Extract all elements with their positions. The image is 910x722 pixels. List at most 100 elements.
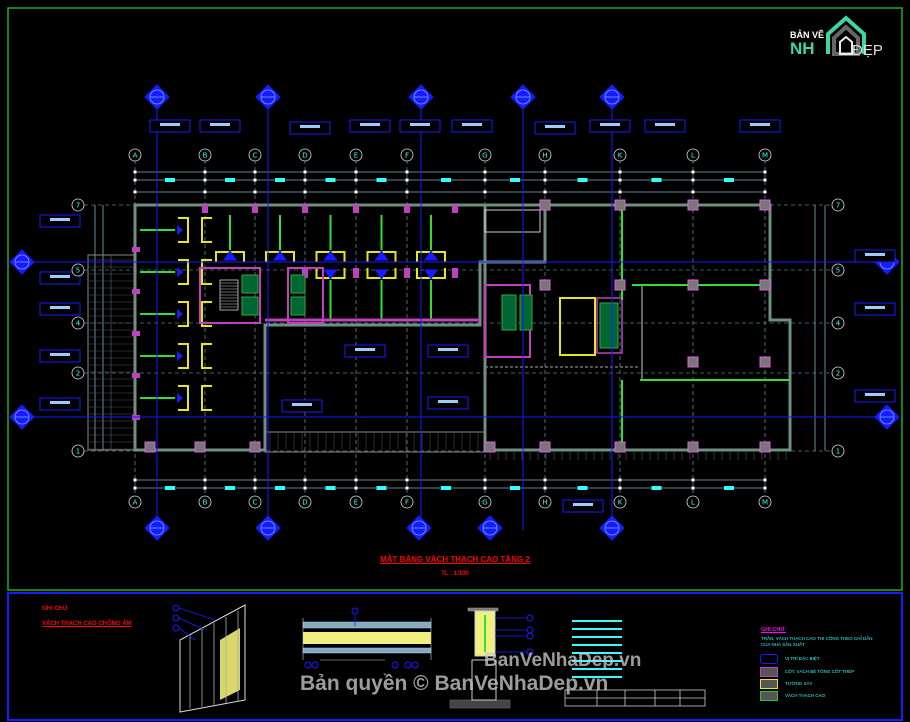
room-tag-text <box>865 306 885 309</box>
column-axis-bottom-circle <box>198 495 212 509</box>
row-axis-right-circle <box>831 366 845 380</box>
dimension-label <box>225 486 235 490</box>
callout-bubble <box>172 604 180 612</box>
elevator <box>501 294 517 331</box>
column <box>132 289 140 294</box>
callout-leader <box>178 607 216 621</box>
column <box>614 199 626 211</box>
column <box>144 441 156 453</box>
stair-core <box>199 267 261 324</box>
balcony-strip <box>264 431 486 453</box>
room-tag-text <box>50 401 70 404</box>
column-axis-bottom: M <box>762 499 768 507</box>
logo-text-3: ĐẸP <box>852 42 883 59</box>
column-axis-top: L <box>691 152 695 160</box>
column <box>194 441 206 453</box>
insulation <box>220 628 240 700</box>
callout-bubble <box>391 661 399 669</box>
dimension-tick <box>691 170 695 174</box>
dimension-tick <box>203 486 207 490</box>
dimension-tick <box>133 478 137 482</box>
dimension-tick <box>763 478 767 482</box>
section-marker-icon <box>408 84 434 110</box>
dimension-tick <box>691 486 695 490</box>
column-axis-top-circle <box>128 148 142 162</box>
detail-heading: GHI CHÚ <box>42 606 68 612</box>
column-axis-bottom-circle <box>758 495 772 509</box>
wc-wall <box>201 301 212 327</box>
column <box>353 205 359 213</box>
masonry-room <box>559 297 596 356</box>
detail-panel-frame <box>7 592 903 721</box>
callout-bubble <box>404 661 412 669</box>
dimension-tick <box>405 170 409 174</box>
board-top <box>302 621 432 629</box>
dimension-tick <box>253 170 257 174</box>
dimension-label <box>510 178 520 182</box>
toilet-icon <box>273 250 287 261</box>
dimension-tick <box>203 190 207 194</box>
dimension-label <box>325 178 336 182</box>
legend-label-gypsum: VÁCH THẠCH CAO <box>785 693 826 698</box>
dimension-tick <box>483 478 487 482</box>
column-axis-top-circle <box>349 148 363 162</box>
column-axis-bottom: A <box>133 499 138 507</box>
callout-leader <box>178 617 206 631</box>
dimension-label <box>441 486 451 490</box>
elevator-core <box>287 267 324 324</box>
dimension-tick <box>354 478 358 482</box>
wall-isometric <box>179 604 246 713</box>
stair-top <box>484 209 541 233</box>
dimension-label <box>165 486 175 490</box>
detail-subheading: VÁCH THẠCH CAO CHỐNG ẨM <box>42 621 132 627</box>
room-tag-text <box>462 123 482 126</box>
section-marker-icon <box>406 515 432 541</box>
row-axis-left: 4 <box>76 320 81 328</box>
column-axis-bottom: E <box>354 499 358 507</box>
legend-label-special: VỊ TRÍ ĐẶC BIỆT <box>785 656 820 661</box>
drawing-scale: TL : 1/100 <box>441 571 469 577</box>
toilet-icon <box>223 250 237 261</box>
section-marker-icon <box>9 404 35 430</box>
section-marker-icon <box>874 404 900 430</box>
wc-wall <box>178 301 189 327</box>
column-axis-bottom: K <box>618 499 623 507</box>
column <box>484 441 496 453</box>
callout-bubble <box>311 661 319 669</box>
callout-leader <box>178 627 196 641</box>
toilet-icon <box>374 250 389 261</box>
column <box>759 279 771 291</box>
room-tag-text <box>300 125 320 128</box>
dimension-tick <box>483 170 487 174</box>
section-marker-icon <box>510 84 536 110</box>
column-axis-top: E <box>354 152 358 160</box>
column-axis-top-circle <box>400 148 414 162</box>
column-axis-top: A <box>133 152 138 160</box>
room-tag-text <box>210 123 230 126</box>
room-tag-text <box>573 503 593 506</box>
column <box>302 205 308 213</box>
dimension-tick <box>354 190 358 194</box>
dimension-tick <box>543 478 547 482</box>
row-axis-left-circle <box>71 444 85 458</box>
dimension-tick <box>763 170 767 174</box>
dimension-tick <box>303 178 307 182</box>
dimension-tick <box>763 190 767 194</box>
elevator <box>519 294 533 331</box>
column <box>539 199 551 211</box>
column-axis-top: F <box>405 152 409 160</box>
row-axis-right-circle <box>831 198 845 212</box>
dimension-tick <box>543 178 547 182</box>
toilet-icon <box>177 267 183 277</box>
room-tag-text <box>50 218 70 221</box>
dimension-label <box>275 178 285 182</box>
row-axis-right: 1 <box>836 448 840 456</box>
row-axis-right: 5 <box>836 267 840 275</box>
dimension-tick <box>253 486 257 490</box>
column-axis-top-circle <box>198 148 212 162</box>
room-tag-text <box>438 348 458 351</box>
dimension-tick <box>203 170 207 174</box>
room-tag-text <box>50 275 70 278</box>
dimension-tick <box>203 478 207 482</box>
section-marker-icon <box>599 84 625 110</box>
